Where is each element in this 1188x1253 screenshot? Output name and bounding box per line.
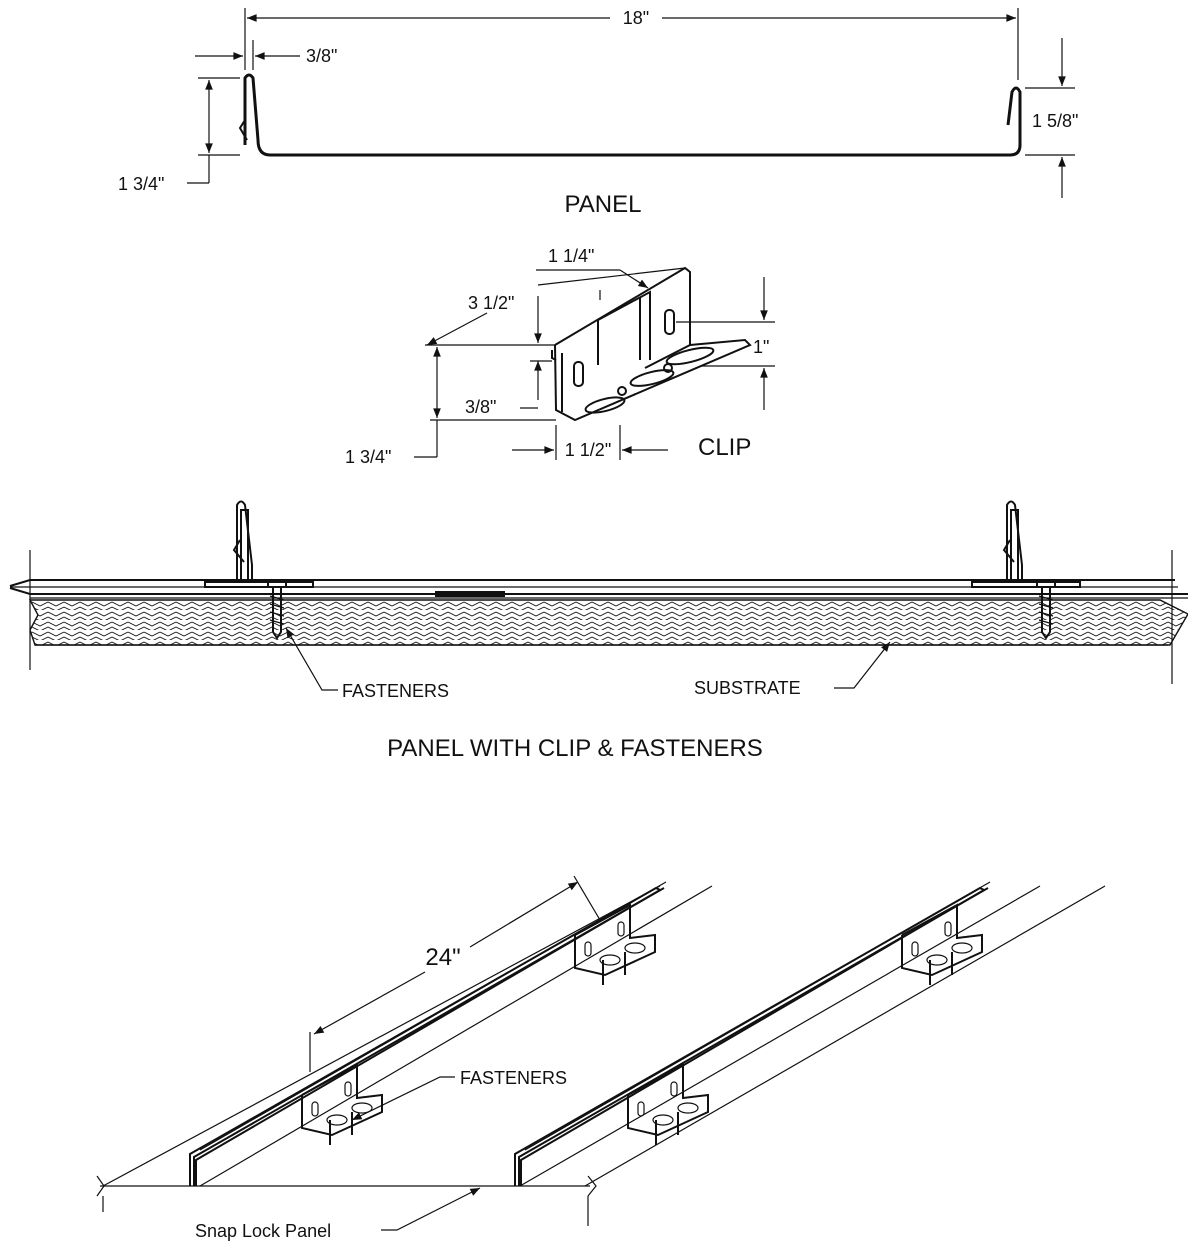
clip-slot-dim: 1" <box>753 337 769 357</box>
panel-left-height-dim: 1 3/4" <box>118 174 164 194</box>
iso-spacing-dim: 24" <box>425 944 460 971</box>
clip-length-dim: 3 1/2" <box>468 293 514 313</box>
iso-clip-4 <box>627 1063 709 1145</box>
clip-hook-dim: 3/8" <box>465 397 496 417</box>
clip-base-dim: 1 1/2" <box>565 440 611 460</box>
section-title: PANEL WITH CLIP & FASTENERS <box>387 735 763 762</box>
iso-clip-3 <box>301 1063 383 1145</box>
iso-panel-label: Snap Lock Panel <box>195 1221 331 1241</box>
panel-profile: 18" 3/8" 1 3/4" 1 5/8" PANEL <box>118 8 1078 218</box>
clip-height-dim: 1 3/4" <box>345 447 391 467</box>
iso-fasteners-label: FASTENERS <box>460 1068 567 1088</box>
panel-width-dim: 18" <box>623 8 649 28</box>
section-substrate-label: SUBSTRATE <box>694 678 801 698</box>
isometric-assembly: 24" FASTENERS Snap Lock Panel <box>96 875 1106 1241</box>
iso-clip-2 <box>901 903 983 985</box>
clip-top-dim: 1 1/4" <box>548 246 594 266</box>
panel-lip-dim: 3/8" <box>306 46 337 66</box>
section-view: FASTENERS SUBSTRATE PANEL WITH CLIP & FA… <box>9 500 1188 762</box>
panel-right-height-dim: 1 5/8" <box>1032 111 1078 131</box>
section-fasteners-label: FASTENERS <box>342 681 449 701</box>
clip-title: CLIP <box>698 434 751 461</box>
clip-detail: 3 1/2" 1 1/4" 1 3/4" 3/8" 1 1/2" 1" CLIP <box>345 246 775 467</box>
iso-clip-1 <box>574 903 656 985</box>
panel-title: PANEL <box>565 191 642 218</box>
